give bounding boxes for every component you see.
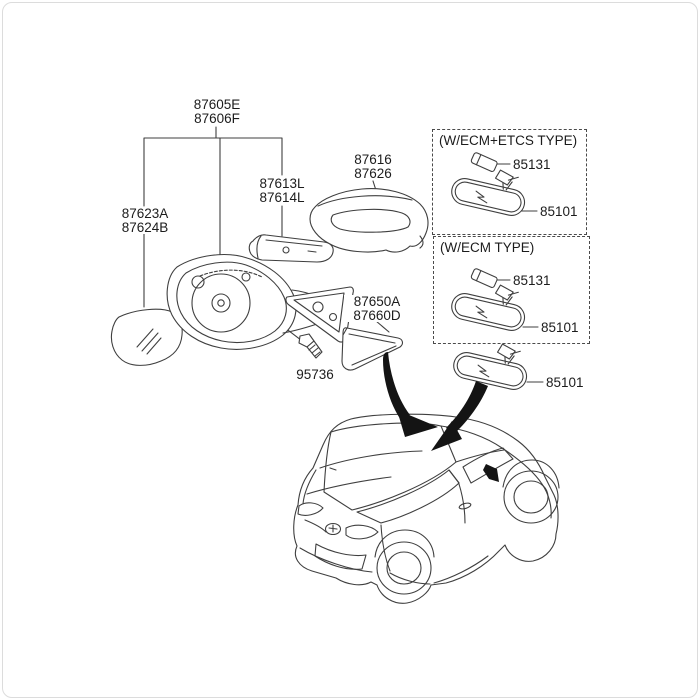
part-label-sensor-ecm: 85131 <box>513 273 551 288</box>
part-label-screw-line1: 95736 <box>296 367 334 382</box>
inset-box-ecm-etcs: (W/ECM+ETCS TYPE) <box>432 129 587 235</box>
part-label-mirror-glass-line1: 87623A <box>121 206 169 221</box>
part-label-mirror-scalp-line1: 87616 <box>354 152 392 167</box>
part-label-signal-lamp: 87613L 87614L <box>249 177 315 204</box>
part-label-mirror-scalp-line2: 87626 <box>354 165 392 181</box>
part-label-mirror-glass: 87623A 87624B <box>112 207 178 234</box>
mirror-scalp-drawing <box>309 188 429 253</box>
part-label-signal-lamp-line2: 87614L <box>259 189 305 205</box>
vehicle-drawing <box>293 413 560 604</box>
part-label-mirror-standard: 85101 <box>546 375 584 390</box>
leader-lines <box>143 126 544 383</box>
mirror-assembly-drawing <box>166 254 354 350</box>
screw-drawing <box>298 333 323 359</box>
inset-box-ecm-title: (W/ECM TYPE) <box>440 240 535 255</box>
part-label-screw: 95736 <box>288 368 342 382</box>
part-label-corner-cover-line1: 87650A <box>353 294 401 309</box>
part-label-corner-cover: 87650A 87660D <box>344 295 410 322</box>
vehicle-door-mirror-highlight <box>483 464 499 482</box>
part-label-mirror-scalp: 87616 87626 <box>346 153 400 180</box>
part-label-mirror-glass-line2: 87624B <box>121 219 169 235</box>
signal-lamp-drawing <box>248 234 334 263</box>
inset-box-ecm: (W/ECM TYPE) <box>433 236 590 344</box>
part-label-mirror-assembly-line1: 87605E <box>193 97 241 112</box>
part-label-sensor-ecm-etcs: 85131 <box>513 157 551 172</box>
mirror-glass-drawing <box>110 308 183 366</box>
locator-arrows <box>383 352 488 451</box>
part-label-mirror-assembly-line2: 87606F <box>194 110 240 126</box>
corner-cover-drawing <box>341 327 403 371</box>
part-label-mirror-ecm-etcs: 85101 <box>540 204 578 219</box>
inset-box-ecm-etcs-title: (W/ECM+ETCS TYPE) <box>439 133 578 148</box>
part-label-mirror-assembly: 87605E 87606F <box>184 98 250 125</box>
part-label-signal-lamp-line1: 87613L <box>259 176 305 191</box>
part-label-corner-cover-line2: 87660D <box>353 307 401 323</box>
part-label-mirror-ecm: 85101 <box>541 320 579 335</box>
